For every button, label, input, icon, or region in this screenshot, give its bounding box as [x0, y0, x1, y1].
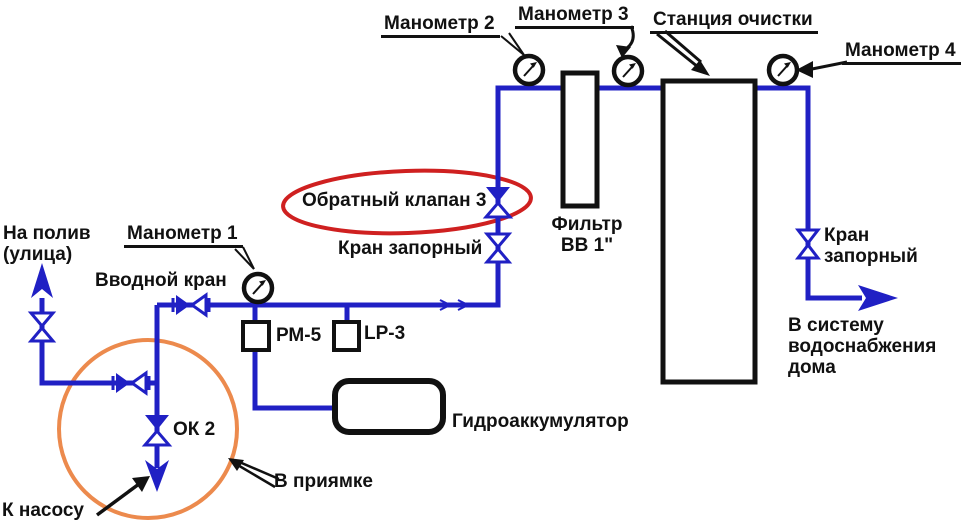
- callout-cleaning-station: Станция очистки: [650, 9, 818, 34]
- to-house-label: В систему водоснабжения дома: [788, 315, 936, 378]
- arrowhead-pump-icon: [132, 476, 150, 492]
- callout-arrow-pump-icon: [95, 482, 141, 517]
- callout-arrow-station-icon: [656, 32, 699, 69]
- filter-label: Фильтр ВВ 1": [545, 214, 629, 256]
- lp3-label: LP-3: [364, 323, 406, 344]
- arrowhead-station-icon: [691, 60, 710, 76]
- irrigation-label-line2: (улица): [3, 244, 73, 265]
- flow-chevrons-icon: [439, 299, 471, 311]
- pressure-gauge-2-icon: [512, 53, 546, 87]
- shutoff-valve-left-label: Кран запорный: [338, 238, 483, 259]
- pressure-gauge-1-icon: [241, 271, 275, 305]
- callout-arrowheads: [132, 45, 813, 492]
- pressure-gauge-3-icon: [611, 54, 645, 88]
- inlet-valve-icon: [171, 292, 211, 318]
- pipe-hydroaccumulator: [252, 350, 335, 411]
- pit-callout-label: В приямке: [274, 471, 373, 492]
- ok2-label: ОК 2: [173, 419, 216, 440]
- irrigation-valve-icon: [27, 311, 57, 343]
- inlet-valve-label: Вводной кран: [95, 270, 227, 291]
- hydroaccumulator-tank: [332, 378, 446, 435]
- callout-arrow-manometer2b-icon: [508, 32, 525, 56]
- arrowhead-pit-icon: [228, 458, 244, 471]
- shutoff-right-line2: запорный: [824, 246, 918, 267]
- callout-arrow-manometer2-icon: [500, 35, 525, 56]
- check-valve-3-label: Обратный клапан 3: [302, 190, 487, 211]
- callout-manometer-3: Манометр 3: [515, 4, 634, 29]
- to-pump-callout-label: К насосу: [2, 500, 84, 521]
- branch-valve-icon: [111, 370, 151, 396]
- arrowhead-manometer4-icon: [796, 61, 813, 78]
- callout-arrows: [95, 25, 848, 517]
- callout-arrow-manometer1-icon: [234, 248, 255, 270]
- lp3-box: [332, 320, 361, 352]
- callout-manometer-2: Манометр 2: [381, 13, 500, 38]
- to-house-line2: водоснабжения: [788, 336, 937, 357]
- callout-arrow-pit-icon: [235, 462, 276, 489]
- cleaning-station-box: [660, 78, 758, 385]
- arrowhead-manometer3-icon: [616, 45, 631, 58]
- check-valve-3-icon: [482, 187, 514, 219]
- to-house-line1: В систему: [788, 315, 884, 336]
- callout-arrow-manometer3-icon: [625, 25, 635, 50]
- irrigation-label: На полив (улица): [3, 223, 91, 265]
- flow-arrow-to-house-icon: [858, 285, 898, 311]
- shutoff-valve-right-icon: [794, 228, 822, 260]
- hydroaccumulator-label: Гидроаккумулятор: [452, 411, 629, 432]
- shutoff-valve-left-icon: [483, 232, 513, 264]
- pipe-main: [157, 85, 862, 308]
- filter-label-line2: ВВ 1": [560, 235, 614, 256]
- callout-arrow-manometer1b-icon: [242, 246, 255, 270]
- filter-label-line1: Фильтр: [551, 214, 623, 235]
- shutoff-valve-right-label: Кран запорный: [824, 225, 918, 267]
- filter-box: [560, 70, 600, 209]
- check-valve-ok2-icon: [141, 415, 173, 447]
- callout-manometer-1: Манометр 1: [124, 223, 243, 248]
- callout-arrow-pitb-icon: [236, 459, 280, 481]
- rm5-label: РМ-5: [276, 325, 322, 346]
- orange-highlight-circle: [57, 338, 239, 520]
- callout-manometer-4: Манометр 4: [842, 40, 961, 65]
- irrigation-label-line1: На полив: [3, 223, 91, 244]
- red-highlight-ellipse: [281, 168, 533, 236]
- pressure-gauge-4-icon: [766, 53, 800, 87]
- to-house-line3: дома: [788, 357, 836, 378]
- shutoff-right-line1: Кран: [824, 225, 870, 246]
- flow-arrow-to-pump-icon: [145, 460, 169, 492]
- flow-arrow-irrigation-icon: [31, 263, 53, 298]
- callout-arrow-manometer4-icon: [811, 60, 848, 71]
- rm5-box: [241, 320, 271, 352]
- callout-arrow-stationb-icon: [664, 29, 702, 64]
